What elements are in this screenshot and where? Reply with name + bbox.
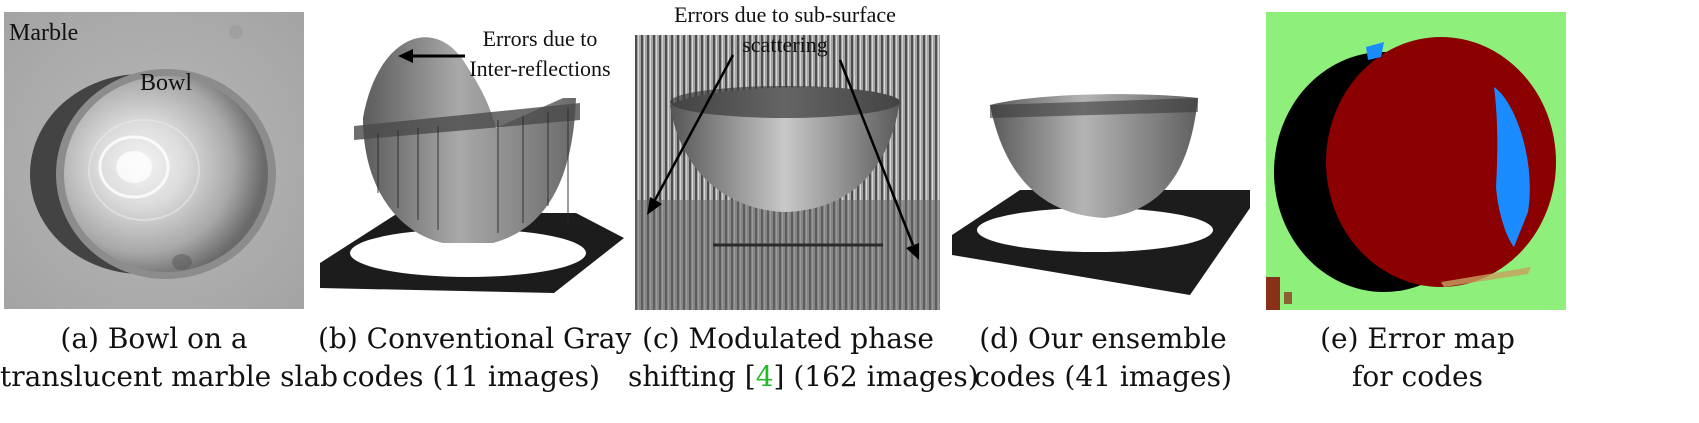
panel-a-photo: Marble Bowl <box>4 12 304 309</box>
panel-c-reconstruction <box>635 30 940 310</box>
caption-d: (d) Our ensemble codes (41 images) <box>974 322 1232 393</box>
panel-d-reconstruction <box>950 90 1255 300</box>
caption-a: (a) Bowl on a translucent marble slab <box>0 322 339 393</box>
panel-e-error-map <box>1266 12 1566 310</box>
panel-b-annotation: Errors due to Inter-reflections <box>469 26 611 81</box>
marble-label: Marble <box>9 20 79 46</box>
caption-b: (b) Conventional Gray codes (11 images) <box>318 322 632 393</box>
caption-e: (e) Error map for codes <box>1320 322 1515 393</box>
panel-c-annotation: Errors due to sub-surface scattering <box>674 2 896 57</box>
citation-link[interactable]: 4 <box>755 360 774 393</box>
bowl-label: Bowl <box>140 70 193 96</box>
panel-b-reconstruction <box>318 8 628 308</box>
caption-c: (c) Modulated phase shifting [4] (162 im… <box>628 322 979 393</box>
